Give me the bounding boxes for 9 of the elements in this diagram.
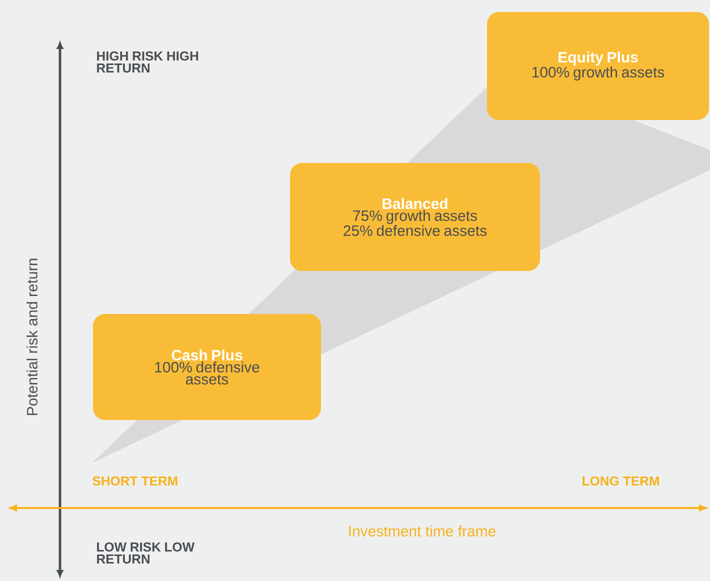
risk-label: LOW RISK LOW RETURN [97, 542, 195, 564]
axis-title: Investment time frame [349, 525, 496, 536]
option-box: Balanced 75% growth assets 25% defensive assets [290, 163, 540, 271]
option-box: Cash Plus 100% defensive assets [93, 314, 321, 420]
risk-label: HIGH RISK HIGH RETURN [97, 51, 198, 73]
term-label: SHORT TERM [92, 476, 178, 486]
option-box: Equity Plus 100% growth assets [487, 12, 709, 120]
term-label: LONG TERM [582, 476, 659, 486]
axis-title: Potential risk and return [26, 258, 38, 415]
